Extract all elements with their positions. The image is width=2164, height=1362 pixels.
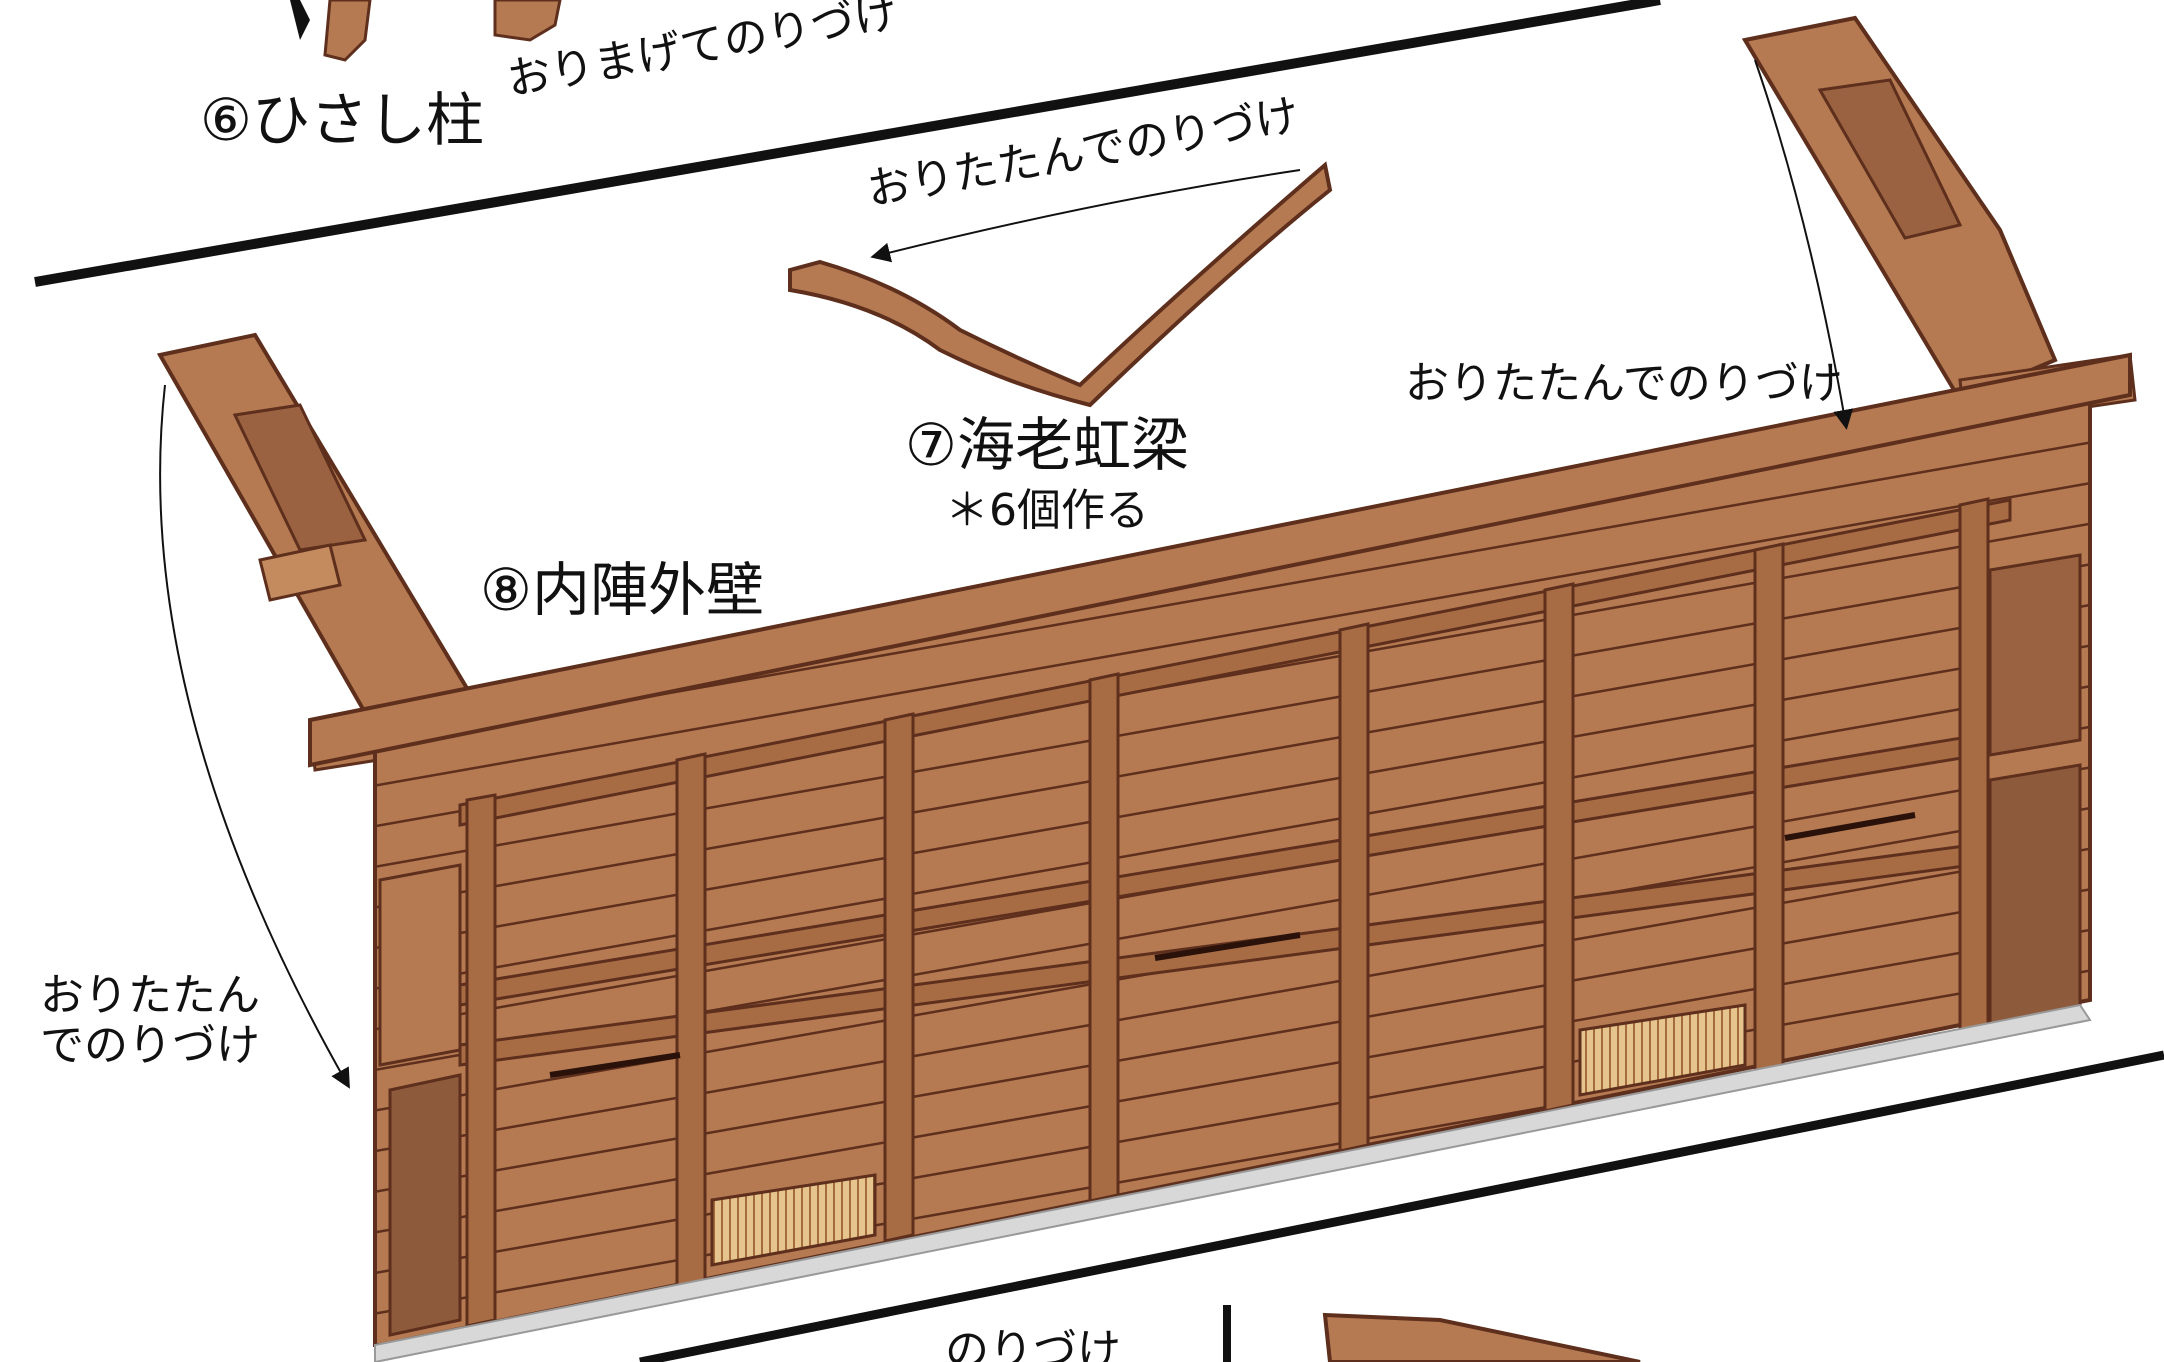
arrow-p7 <box>870 169 1301 263</box>
label-p8-note-right: おりたたんでのりづけ <box>1405 358 1843 409</box>
inner-sanctuary-wall <box>308 352 2132 1362</box>
label-p8-note-left-1: おりたたん <box>40 970 260 1021</box>
label-p6-title: ⑥ひさし柱 <box>200 86 484 154</box>
label-p7-sub: ＊6個作る <box>945 485 1149 536</box>
arrow-p8-right <box>1754 59 1854 430</box>
label-p8-title: ⑧内陣外壁 <box>480 556 764 624</box>
part6-pieces <box>290 0 562 62</box>
label-p7-title: ⑦海老虹梁 <box>905 411 1189 479</box>
label-p6-note: おりまげてのりづけ <box>503 0 902 106</box>
next-part-edge <box>1322 1312 1641 1362</box>
divider-top <box>34 0 1661 287</box>
divider-bottom <box>639 1050 2164 1362</box>
label-p8-note-left-2: でのりづけ <box>40 1020 260 1071</box>
rainbow-beam-piece <box>788 161 1333 408</box>
label-p7-note: おりたたんでのりづけ <box>863 90 1303 216</box>
arrow-p8-left <box>159 384 350 1089</box>
label-bottom-partial: のりづけ <box>945 1325 1121 1362</box>
